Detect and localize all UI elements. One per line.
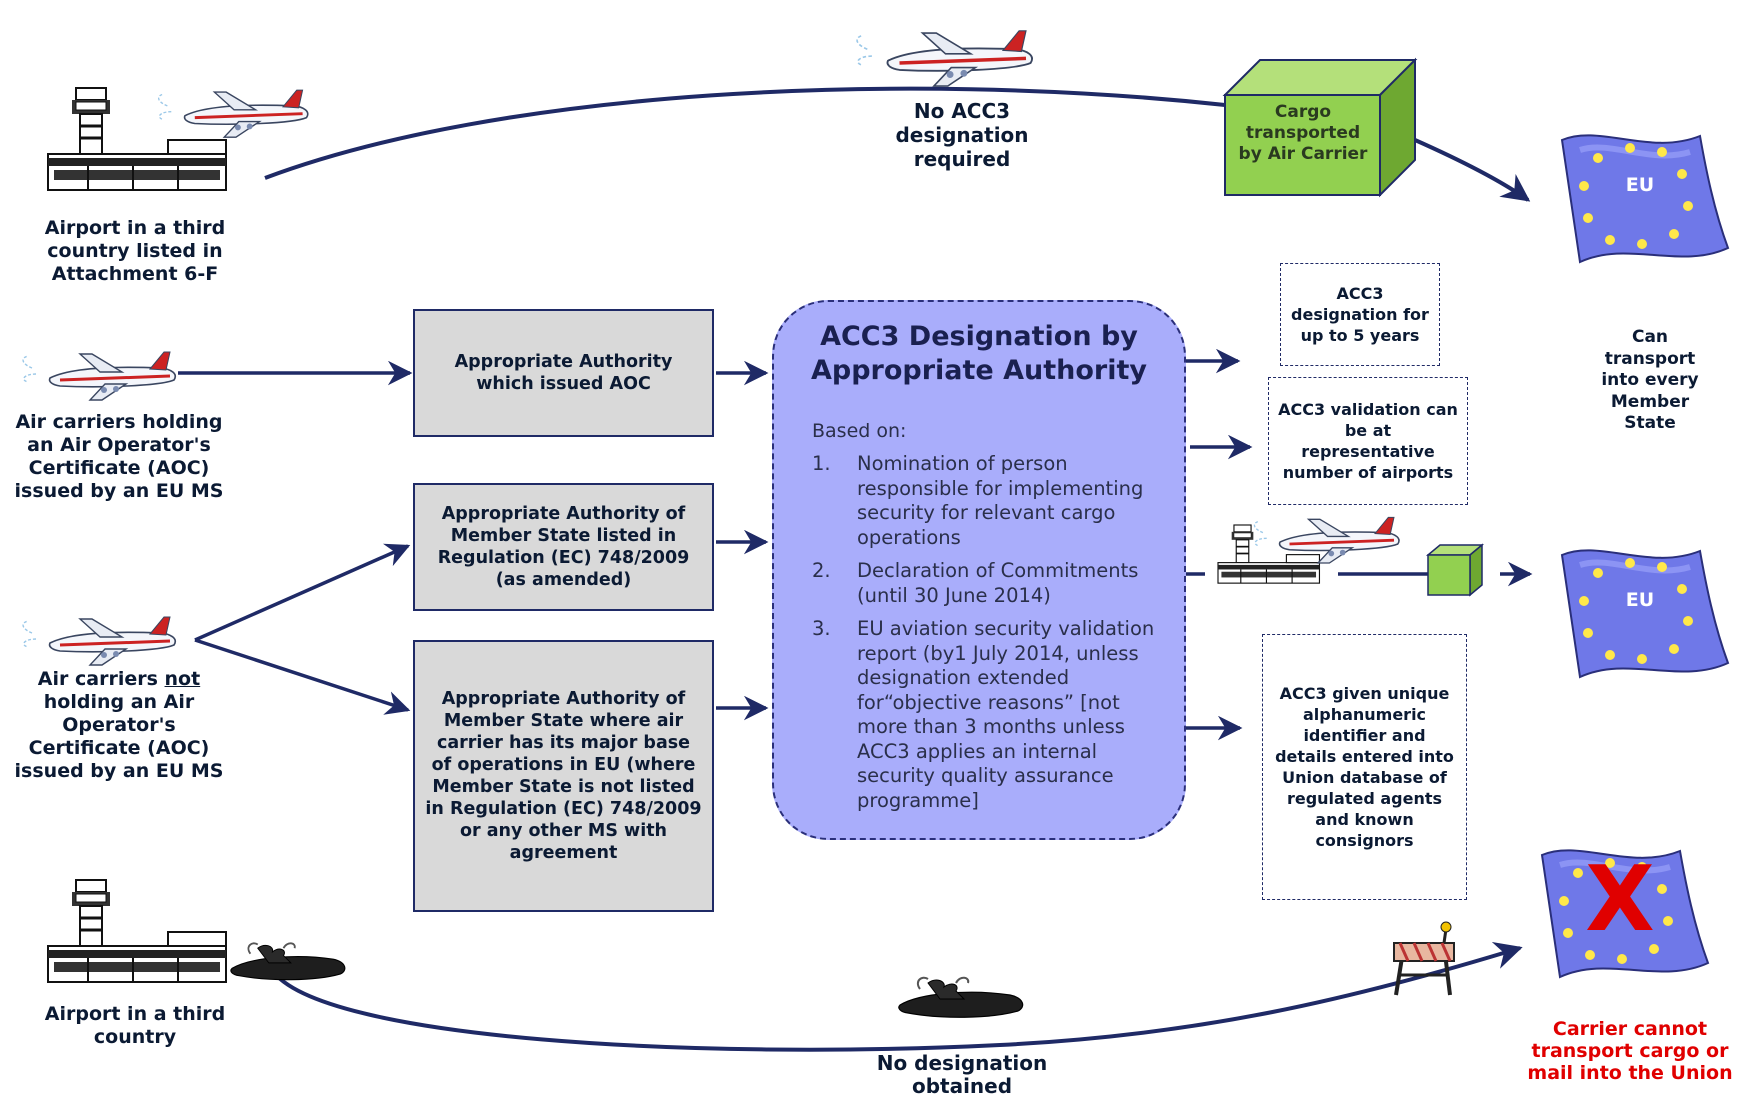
top-route-arrow (1414, 138, 1531, 202)
bottom-route-line (270, 941, 1523, 1052)
carriers-not-holding-label: Air carriers not holding an Air Operator… (10, 668, 228, 783)
criteria-item: 2. Declaration of Commitments (until 30 J… (812, 559, 1162, 608)
blocked-x-text: X (1585, 847, 1655, 952)
criteria-num: 3. (812, 617, 831, 640)
carriers-not-post: holding an Air Operator's Certificate (A… (14, 691, 224, 782)
based-on-label: Based on: (812, 420, 907, 442)
eu-flag-icon (1562, 135, 1728, 262)
plane-icon (855, 29, 1034, 88)
criteria-text: Nomination of person responsible for imp… (857, 452, 1144, 549)
eu-flag-label: EU (1625, 174, 1655, 196)
carriers-not-pre: Air carriers (37, 668, 165, 690)
airport-small-icon (1217, 524, 1321, 584)
acc3-designation-title: ACC3 Designation by Appropriate Authorit… (810, 321, 1148, 386)
authority-listed-box: Appropriate Authority of Member State li… (413, 483, 714, 611)
airport-third-listed-label: Airport in a third country listed in Att… (44, 217, 226, 285)
criteria-list: 1. Nomination of person responsible for i… (812, 452, 1162, 822)
criteria-item: 1. Nomination of person responsible for i… (812, 452, 1162, 550)
airport-third-listed-icon (46, 86, 228, 192)
cargo-box-label: Cargo transported by Air Carrier (1238, 102, 1368, 164)
eu-flag-icon (1562, 550, 1728, 677)
airport-third-icon (46, 878, 228, 984)
top-route-line (264, 86, 1226, 180)
cannot-transport-label: Carrier cannot transport cargo or mail i… (1527, 1018, 1733, 1084)
roadblock-icon (1393, 921, 1455, 996)
plane-icon (21, 350, 177, 402)
identifier-box: ACC3 given unique alphanumeric identifie… (1262, 634, 1467, 900)
plane-icon (21, 615, 177, 667)
criteria-text: Declaration of Commitments (until 30 Jun… (857, 559, 1139, 607)
criteria-text: EU aviation security validation report (… (857, 617, 1155, 812)
carriers-not-word: not (164, 668, 201, 690)
designation-years-box: ACC3 designation for up to 5 years (1280, 263, 1440, 366)
no-designation-label: No designation obtained (876, 1051, 1048, 1098)
criteria-num: 2. (812, 559, 831, 582)
plane-icon (157, 88, 310, 139)
no-acc3-label: No ACC3 designation required (895, 99, 1029, 171)
can-transport-label: Can transport into every Member State (1601, 327, 1699, 433)
eu-flag-label: EU (1625, 589, 1655, 611)
airport-third-label: Airport in a third country (44, 1003, 226, 1048)
acc3-designation-panel: ACC3 Designation by Appropriate Authorit… (772, 300, 1186, 840)
authority-aoc-box: Appropriate Authority which issued AOC (413, 309, 714, 437)
criteria-num: 1. (812, 452, 831, 475)
small-cargo-icon (1425, 543, 1485, 597)
authority-majorbase-box: Appropriate Authority of Member State wh… (413, 640, 714, 912)
arrow-not-to-listed (194, 543, 411, 642)
grounded-plane-icon (230, 942, 346, 981)
blocked-x-mark: X (1580, 850, 1660, 950)
criteria-item: 3. EU aviation security validation report… (812, 617, 1162, 813)
grounded-plane-icon (897, 976, 1024, 1019)
eu-flag-blocked-icon (1542, 850, 1708, 977)
plane-icon (1252, 515, 1401, 565)
arrow-not-to-majorbase (194, 638, 411, 715)
cargo-box-icon (1222, 57, 1418, 198)
carriers-holding-label: Air carriers holding an Air Operator's C… (14, 411, 224, 502)
validation-airports-box: ACC3 validation can be at representative… (1268, 377, 1468, 505)
